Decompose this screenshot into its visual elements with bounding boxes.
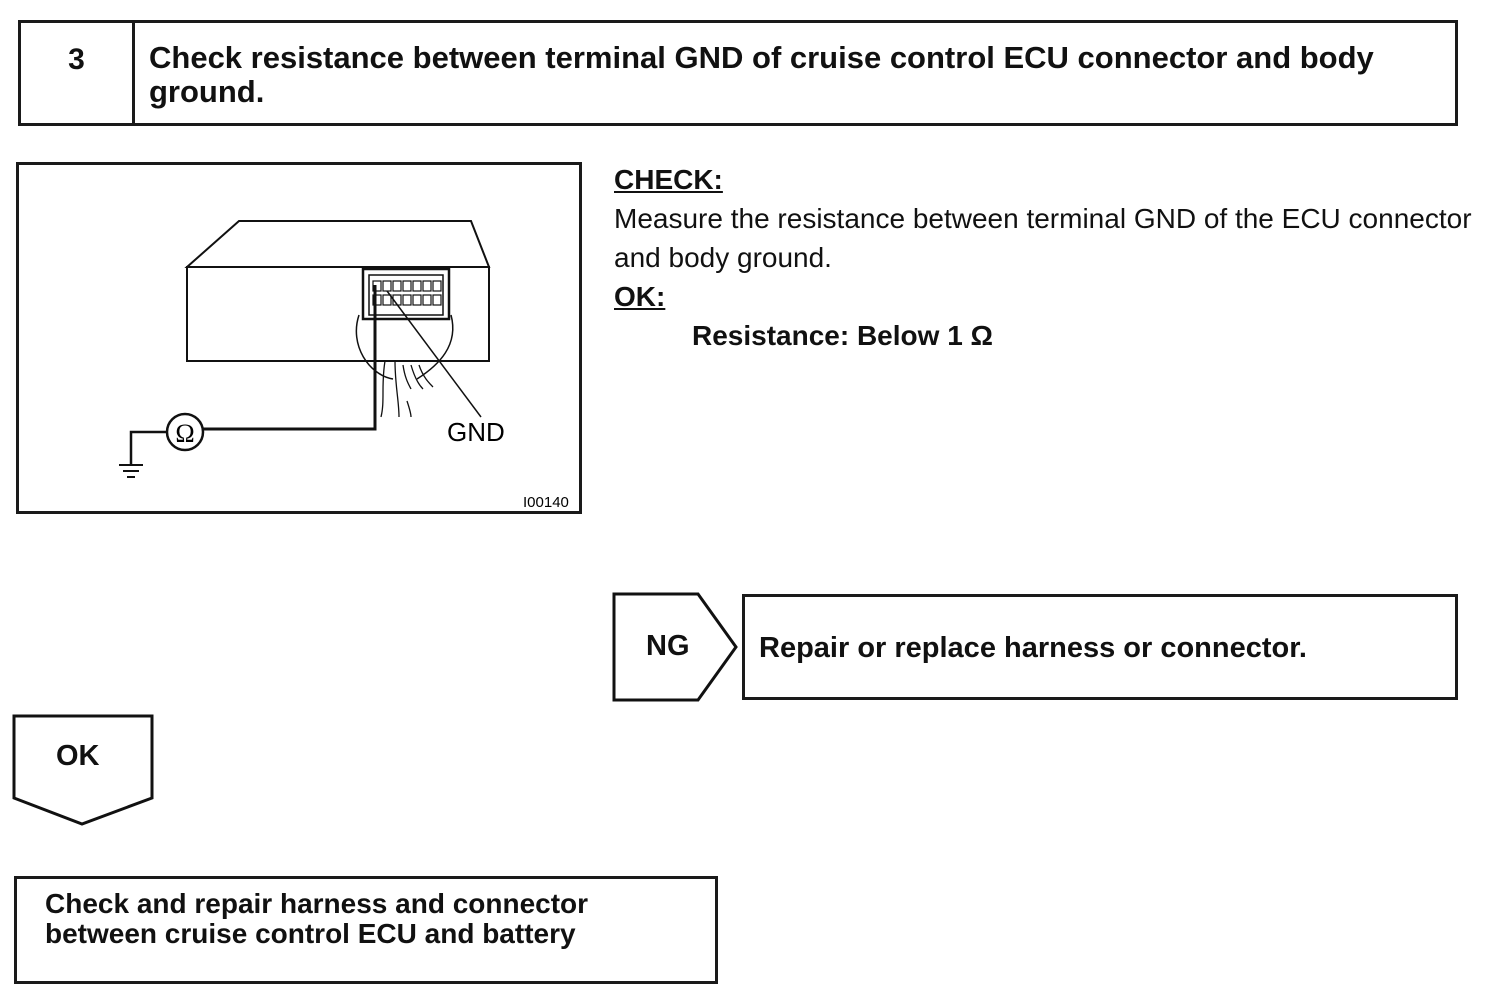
ohm-symbol: Ω	[175, 419, 194, 448]
next-action-text: Check and repair harness and connector b…	[45, 888, 589, 949]
connector-terminals	[372, 280, 442, 306]
ok-heading: OK:	[614, 281, 666, 312]
ng-action-box: Repair or replace harness or connector.	[742, 594, 1458, 700]
gnd-leader-line	[386, 290, 482, 418]
ecu-illustration: Ω GND I00140	[16, 162, 582, 514]
check-text: Measure the resistance between terminal …	[614, 203, 1472, 273]
check-section: CHECK: Measure the resistance between te…	[614, 160, 1474, 355]
step-number: 3	[21, 23, 135, 123]
ng-label: NG	[646, 630, 690, 662]
wire-harness	[380, 360, 434, 418]
ng-action-text: Repair or replace harness or connector.	[759, 632, 1307, 664]
ecu-top-face	[184, 220, 491, 268]
ok-arrow	[12, 714, 154, 826]
next-action-box: Check and repair harness and connector b…	[14, 876, 718, 984]
gnd-label: GND	[447, 417, 505, 447]
ground-lead	[129, 430, 167, 465]
step-header: 3 Check resistance between terminal GND …	[18, 20, 1458, 126]
ground-icon	[119, 464, 143, 478]
ecu-connector-diagram: Ω GND I00140	[119, 220, 569, 511]
ecu-connector	[361, 267, 451, 321]
probe-lead	[199, 285, 377, 431]
figure-id: I00140	[523, 494, 569, 511]
ng-arrow	[612, 592, 738, 702]
step-title: Check resistance between terminal GND of…	[149, 40, 1374, 109]
ok-label: OK	[56, 740, 100, 772]
check-heading: CHECK:	[614, 164, 723, 195]
resistance-spec: Resistance: Below 1 Ω	[692, 320, 993, 351]
